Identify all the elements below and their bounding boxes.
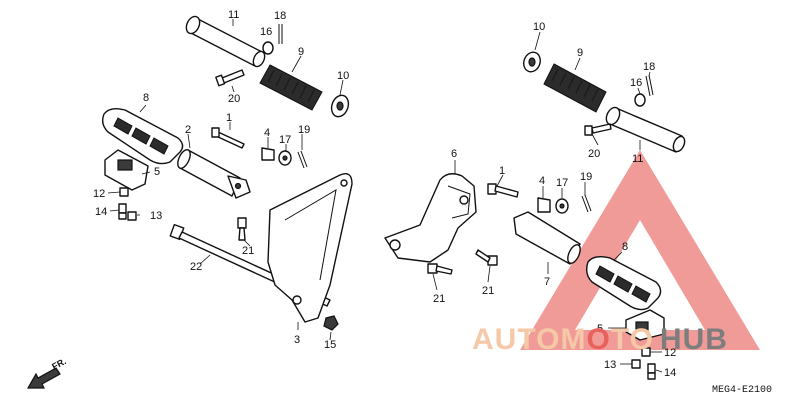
part-8-peg-rubber-right xyxy=(585,255,662,311)
label-6: 6 xyxy=(451,148,457,160)
label-10-right: 10 xyxy=(533,21,545,33)
label-9-left: 9 xyxy=(298,46,304,58)
part-4-spring-right xyxy=(537,197,551,213)
part-9-rubber-right xyxy=(543,63,607,113)
part-16-washer-left xyxy=(262,41,274,55)
leader-lines-left xyxy=(107,19,344,341)
part-14-bolt-right xyxy=(647,363,656,380)
label-16-right: 16 xyxy=(630,77,642,89)
label-11-left: 11 xyxy=(228,9,239,21)
label-21-left: 21 xyxy=(242,245,254,257)
label-15: 15 xyxy=(324,339,336,351)
part-1-bolt-right xyxy=(487,183,519,198)
part-18-cotter-pin-left xyxy=(278,24,283,44)
part-20-bolt-right xyxy=(584,123,612,136)
part-8-peg-rubber-left xyxy=(101,107,184,165)
front-arrow-icon xyxy=(26,367,61,389)
part-3-stay-left xyxy=(267,172,353,323)
watermark-text-o: O xyxy=(586,323,610,356)
part-21-bolt-left xyxy=(237,217,247,241)
label-9-right: 9 xyxy=(577,47,583,59)
label-4-right: 4 xyxy=(539,175,545,187)
label-5-left: 5 xyxy=(154,166,160,178)
label-19-left: 19 xyxy=(298,124,310,136)
label-8-left: 8 xyxy=(143,92,149,104)
label-2: 2 xyxy=(185,124,191,136)
label-21-right-a: 21 xyxy=(433,293,445,305)
part-2-peg-arm-left xyxy=(177,148,251,199)
label-19-right: 19 xyxy=(580,171,592,183)
part-13-nut-right xyxy=(631,359,641,369)
label-12-right: 12 xyxy=(664,347,676,359)
front-arrow-label: FR. xyxy=(50,356,67,372)
part-12-nut-left xyxy=(119,187,129,197)
part-1-bolt-left xyxy=(211,127,245,149)
label-7: 7 xyxy=(544,276,550,288)
part-20-bolt-left xyxy=(215,69,245,87)
part-19-cotter-right xyxy=(581,194,592,213)
label-4-left: 4 xyxy=(264,127,270,139)
part-10-washer-right xyxy=(523,51,541,73)
label-20-left: 20 xyxy=(228,93,240,105)
part-7-peg-arm-right xyxy=(513,211,581,265)
part-5-bracket-left xyxy=(104,149,149,191)
label-13-left: 13 xyxy=(150,210,162,222)
part-10-washer-left xyxy=(330,94,350,118)
part-21-bolt-right-b xyxy=(475,249,498,266)
labels-left: 11 18 16 9 10 20 8 2 1 4 17 19 5 12 14 1… xyxy=(93,9,349,351)
label-1-right: 1 xyxy=(499,165,505,177)
watermark-text-auto: AUTOM xyxy=(472,323,586,356)
label-11-right: 11 xyxy=(632,153,643,165)
label-17-left: 17 xyxy=(279,134,291,146)
part-9-rubber-left xyxy=(259,64,323,111)
label-16-left: 16 xyxy=(260,26,272,38)
part-4-spring-left xyxy=(261,147,275,161)
leader-lines-right xyxy=(432,31,663,373)
label-18-right: 18 xyxy=(643,61,655,73)
part-17-washer-right xyxy=(555,198,569,214)
label-21-right-b: 21 xyxy=(482,285,494,297)
part-19-cotter-left xyxy=(297,150,308,169)
label-17-right: 17 xyxy=(556,177,568,189)
diagram-code: MEG4-E2100 xyxy=(712,385,772,396)
label-22: 22 xyxy=(190,261,202,273)
watermark-text-hub: HUB xyxy=(660,323,728,356)
part-16-washer-right xyxy=(634,93,646,107)
watermark-text-to: TO xyxy=(611,323,654,356)
part-6-stay xyxy=(384,173,477,263)
label-13-right: 13 xyxy=(604,359,616,371)
label-5-right: 5 xyxy=(597,323,603,335)
label-1-left: 1 xyxy=(226,112,232,124)
front-arrow: FR. xyxy=(26,356,68,389)
label-14-right: 14 xyxy=(664,367,676,379)
part-21-bolt-right-a xyxy=(427,263,453,275)
labels-right: 10 9 18 16 20 11 6 1 4 17 19 7 21 21 8 5… xyxy=(433,21,676,379)
part-15-nut-left xyxy=(323,315,339,331)
label-12-left: 12 xyxy=(93,188,105,200)
part-17-washer-left xyxy=(278,150,292,166)
label-8-right: 8 xyxy=(622,241,628,253)
part-14-bolt-left xyxy=(118,203,127,220)
part-13-nut-left xyxy=(127,211,137,221)
label-18-left: 18 xyxy=(274,10,286,22)
label-10-left: 10 xyxy=(337,70,349,82)
part-5-bracket-right xyxy=(625,309,665,341)
part-11-pin-left xyxy=(185,15,266,68)
part-18-cotter-right xyxy=(645,74,654,97)
label-20-right: 20 xyxy=(588,148,600,160)
label-3: 3 xyxy=(294,334,300,346)
label-14-left: 14 xyxy=(95,206,107,218)
